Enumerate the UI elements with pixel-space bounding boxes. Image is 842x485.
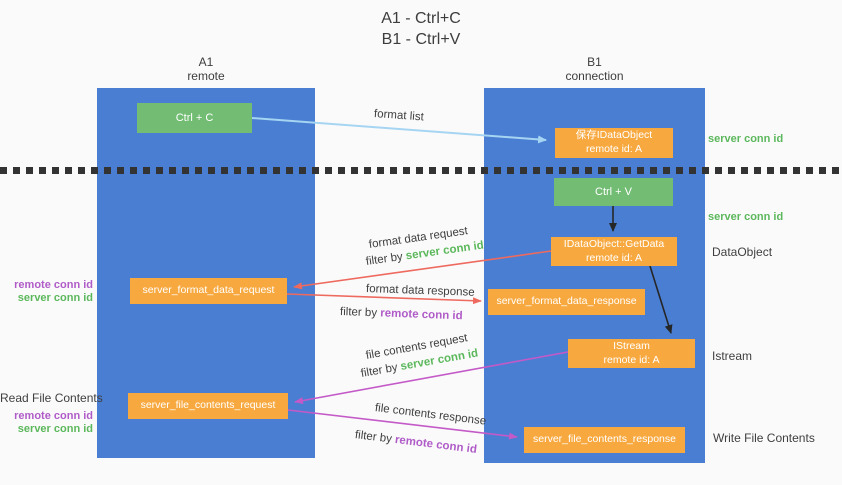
- label-filter-by-remote-conn-id-2: filter by remote conn id: [354, 429, 477, 456]
- node-server-format-data-request: server_format_data_request: [130, 278, 287, 304]
- node-idataobject-getdata-line1: IDataObject::GetData: [563, 237, 665, 250]
- annotation-remote-conn-id-left1: remote conn id: [14, 279, 93, 291]
- left-column-name: A1: [198, 55, 214, 69]
- remote-conn-id-text: remote conn id: [380, 307, 463, 323]
- label-file-contents-response: file contents response: [374, 402, 487, 428]
- filter-by-text: filter by: [365, 250, 407, 268]
- node-ctrl-v-label: Ctrl + V: [595, 186, 632, 198]
- annotation-server-conn-id-mid: server conn id: [708, 211, 784, 223]
- node-server-format-data-response-label: server_format_data_response: [496, 295, 637, 308]
- node-idataobject-getdata-line2: remote id: A: [585, 251, 643, 264]
- annotation-istream: Istream: [712, 349, 753, 363]
- left-column-subtitle: remote: [187, 69, 225, 83]
- diagram-title: A1 - Ctrl+C B1 - Ctrl+V: [0, 8, 842, 50]
- annotation-remote-conn-id-left2: remote conn id: [14, 410, 93, 422]
- node-save-idataobject-line2: remote id: A: [585, 143, 643, 155]
- annotation-server-conn-id-left1: server conn id: [17, 292, 93, 304]
- title-line-2: B1 - Ctrl+V: [381, 31, 461, 48]
- node-save-idataobject: 保存IDataObject remote id: A: [555, 128, 673, 158]
- left-column-header: A1 remote: [97, 55, 315, 83]
- right-column-subtitle: connection: [565, 69, 624, 83]
- node-ctrl-c: Ctrl + C: [137, 103, 252, 133]
- filter-by-text: filter by: [354, 429, 396, 446]
- node-ctrl-c-label: Ctrl + C: [175, 112, 214, 124]
- title-line-1: A1 - Ctrl+C: [381, 10, 461, 27]
- annotation-dataobject: DataObject: [712, 245, 773, 259]
- label-format-list: format list: [373, 108, 425, 124]
- node-server-file-contents-request-label: server_file_contents_request: [140, 399, 276, 412]
- annotation-read-file-contents: Read File Contents: [0, 391, 103, 405]
- node-server-file-contents-response: server_file_contents_response: [524, 427, 685, 453]
- annotation-write-file-contents: Write File Contents: [713, 431, 815, 445]
- right-column-name: B1: [587, 55, 602, 69]
- filter-by-text: filter by: [359, 361, 402, 380]
- node-server-format-data-request-label: server_format_data_request: [142, 284, 275, 297]
- node-save-idataobject-line1: 保存IDataObject: [575, 129, 653, 142]
- node-ctrl-v: Ctrl + V: [554, 178, 673, 206]
- node-istream-line2: remote id: A: [603, 353, 660, 366]
- right-column-header: B1 connection: [484, 55, 705, 83]
- filter-by-text: filter by: [339, 306, 381, 320]
- node-idataobject-getdata: IDataObject::GetData remote id: A: [551, 237, 677, 266]
- node-server-file-contents-response-label: server_file_contents_response: [532, 433, 676, 446]
- node-server-format-data-response: server_format_data_response: [488, 289, 645, 315]
- label-format-data-response: format data response: [365, 283, 475, 299]
- annotation-server-conn-id-top: server conn id: [708, 133, 784, 145]
- node-server-file-contents-request: server_file_contents_request: [128, 393, 288, 419]
- machine-boundary-dotted-line: [0, 167, 842, 174]
- node-istream-line1: IStream: [613, 339, 650, 352]
- remote-conn-id-text: remote conn id: [394, 433, 478, 456]
- label-filter-by-remote-conn-id-1: filter by remote conn id: [340, 306, 463, 322]
- node-istream: IStream remote id: A: [568, 339, 695, 368]
- annotation-server-conn-id-left2: server conn id: [17, 423, 93, 435]
